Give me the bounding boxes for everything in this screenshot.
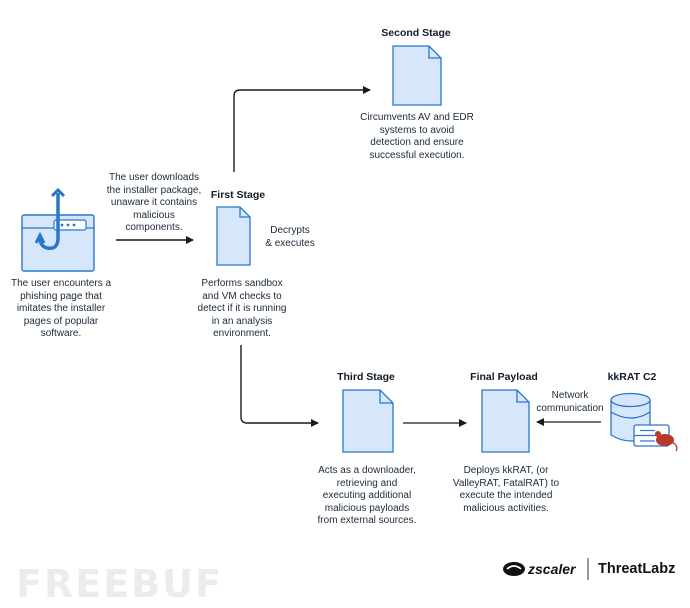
zscaler-logo: zscaler	[528, 561, 576, 577]
network-communication-note: Network communication	[536, 390, 604, 414]
threatlabz-logo: ThreatLabz	[598, 561, 676, 577]
second-stage-description: Circumvents AV and EDR systems to avoid …	[360, 112, 474, 161]
rat-icon	[655, 431, 678, 452]
final-payload-title: Final Payload	[470, 371, 538, 383]
c2-title: kkRAT C2	[607, 371, 657, 383]
first-stage-side-note: Decrypts & executes	[265, 225, 315, 249]
phishing-hook-window-icon	[21, 187, 95, 272]
second-stage-document-icon	[392, 45, 442, 106]
phishing-description: The user encounters a phishing page that…	[10, 278, 112, 339]
download-note: The user downloads the installer package…	[106, 172, 202, 233]
third-stage-title: Third Stage	[337, 371, 395, 383]
zscaler-logo-icon	[503, 562, 525, 576]
final-payload-description: Deploys kkRAT, (or ValleyRAT, FatalRAT) …	[452, 465, 560, 514]
first-stage-description: Performs sandbox and VM checks to detect…	[197, 278, 287, 339]
freebuf-watermark: FREEBUF	[16, 562, 223, 606]
first-stage-title: First Stage	[210, 189, 266, 201]
second-stage-title: Second Stage	[381, 27, 451, 39]
third-stage-document-icon	[342, 389, 394, 453]
arrow-to-second-stage	[233, 86, 371, 172]
arrow-to-third-stage	[240, 345, 319, 427]
first-stage-document-icon	[216, 206, 251, 266]
final-payload-document-icon	[481, 389, 530, 453]
third-stage-description: Acts as a downloader, retrieving and exe…	[317, 465, 417, 526]
